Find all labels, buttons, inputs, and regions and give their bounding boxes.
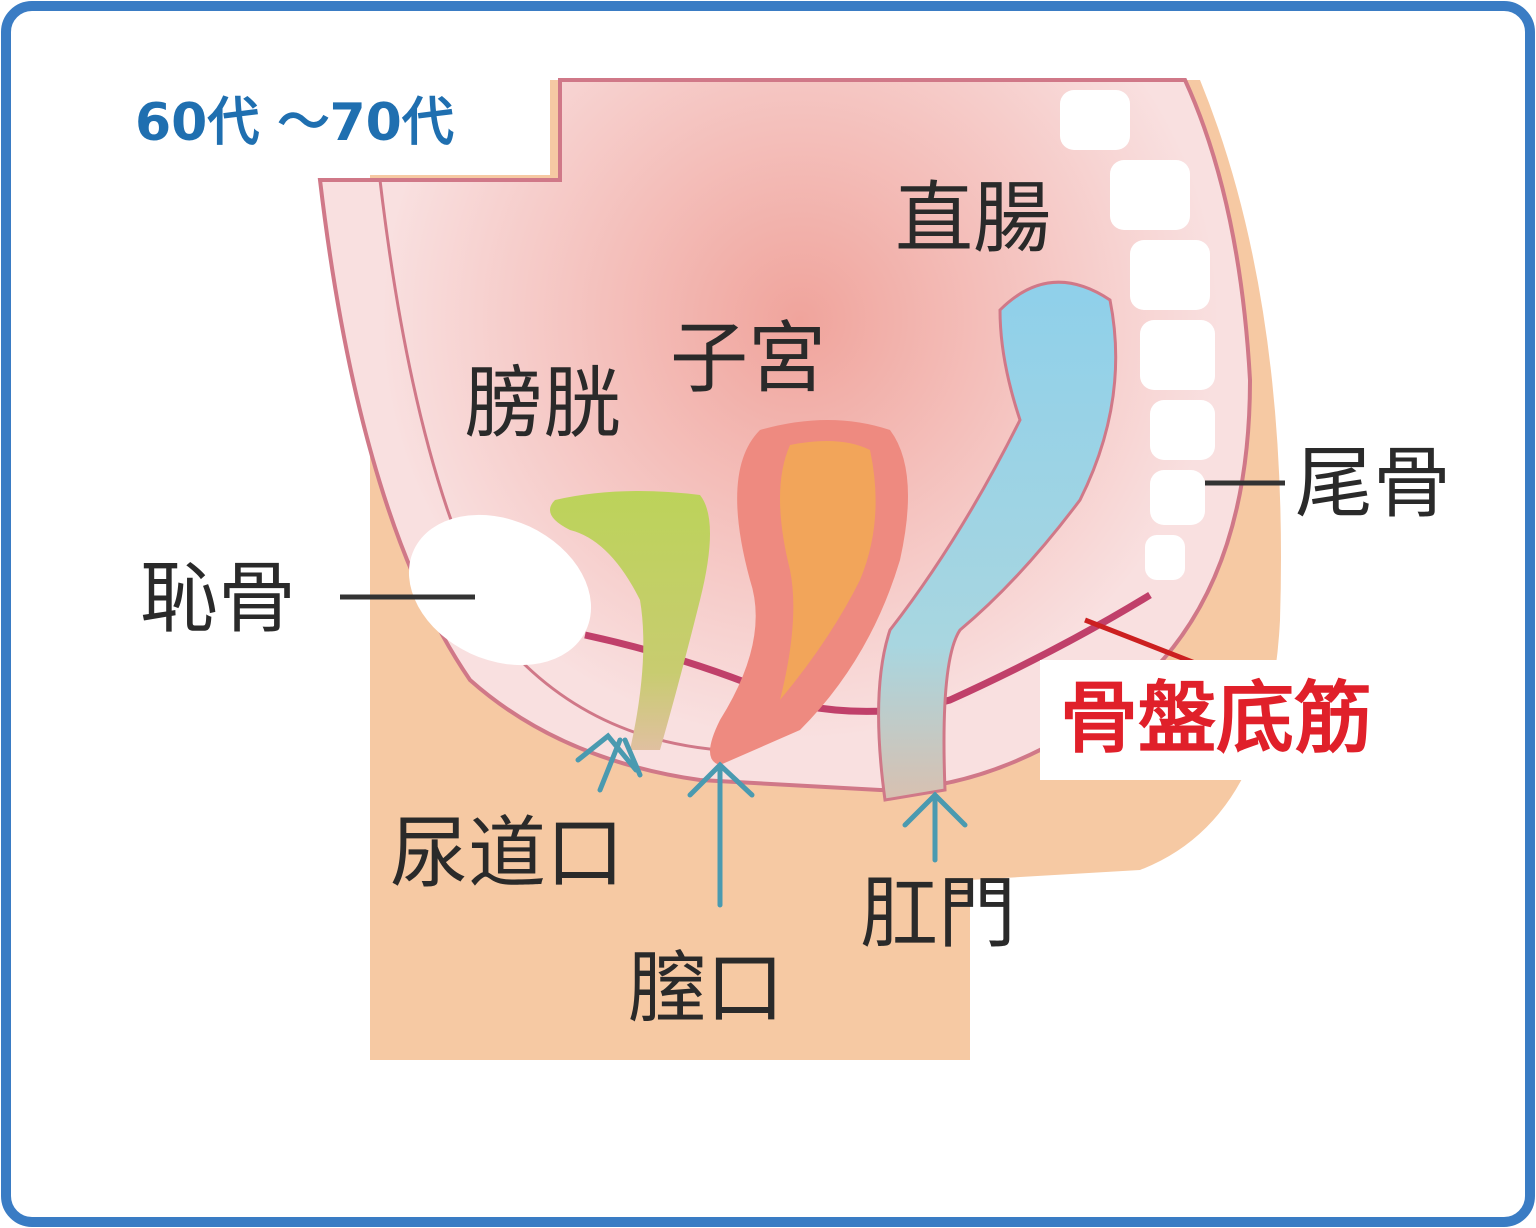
uterus-inner xyxy=(780,441,876,700)
pubic-bone-shape xyxy=(408,514,592,666)
label-rectum: 直腸 xyxy=(895,174,1051,264)
label-anus: 肛門 xyxy=(860,869,1016,959)
title-box xyxy=(100,80,550,175)
label-pubic-bone: 恥骨 xyxy=(140,554,296,644)
label-pelvic-floor: 骨盤底筋 xyxy=(1060,674,1372,764)
urethra-arrow-icon xyxy=(575,732,643,793)
anus-arrow-icon xyxy=(902,791,968,863)
label-bladder: 膀胱 xyxy=(465,359,621,449)
label-coccyx: 尾骨 xyxy=(1295,439,1451,529)
vagina-arrow-icon xyxy=(687,761,755,908)
bladder-shape xyxy=(550,491,710,750)
age-title: 60代 〜70代 xyxy=(135,93,454,153)
spine-vertebrae xyxy=(1060,90,1215,580)
arrows xyxy=(575,732,968,908)
rectum-shape xyxy=(877,280,1118,802)
pelvic-floor-label-bg xyxy=(1040,660,1400,780)
label-vaginal-opening: 膣口 xyxy=(628,944,784,1034)
label-uterus: 子宮 xyxy=(670,314,826,404)
label-urethral-opening: 尿道口 xyxy=(390,809,624,899)
pelvic-floor-leader xyxy=(1084,617,1201,668)
